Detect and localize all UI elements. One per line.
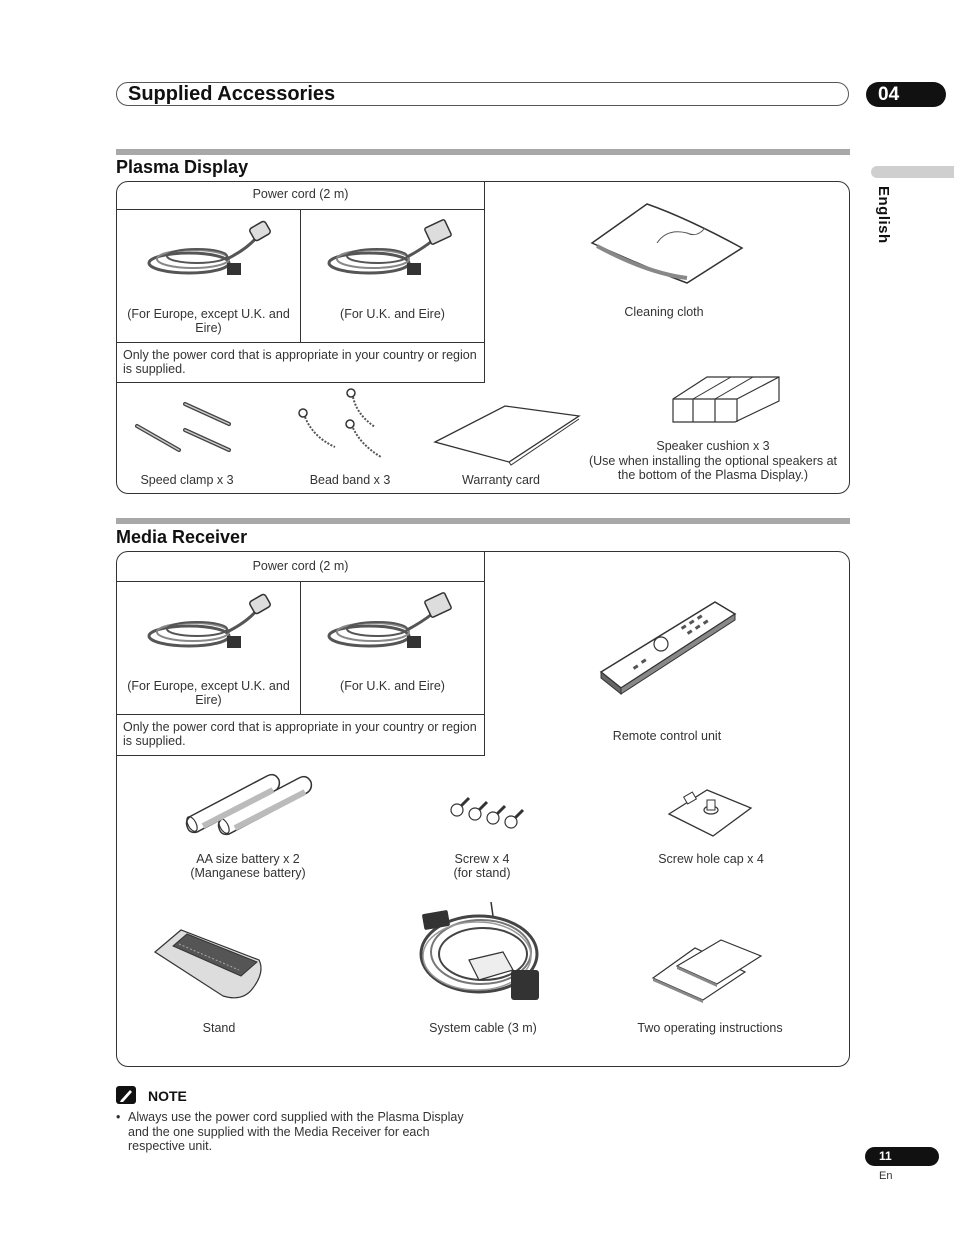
note-title: NOTE: [148, 1088, 187, 1104]
note-bullet: •: [116, 1110, 121, 1124]
section-rule-plasma: [116, 149, 850, 155]
bead-band-caption: Bead band x 3: [309, 473, 391, 487]
speed-clamp-caption: Speed clamp x 3: [140, 473, 234, 487]
remote-control-illustration: [599, 601, 737, 696]
warranty-card-illustration: [433, 405, 581, 466]
speed-clamp-illustration: [135, 402, 231, 452]
cord-uk-caption: (For U.K. and Eire): [340, 679, 445, 693]
power-cord-label: Power cord (2 m): [252, 559, 349, 573]
cord-availability-note: Only the power cord that is appropriate …: [123, 348, 477, 376]
screw-illustration: [450, 796, 525, 829]
cord-availability-note: Only the power cord that is appropriate …: [123, 720, 477, 748]
page-language-code: En: [879, 1170, 893, 1182]
cord-europe-caption: (For Europe, except U.K. and Eire): [127, 679, 290, 707]
language-tab: [871, 166, 954, 178]
system-cable-illustration: [419, 901, 539, 1000]
power-cord-europe-illustration: [147, 593, 271, 648]
speaker-cushion-caption-2: (Use when installing the optional speake…: [588, 454, 838, 468]
screw-caption-1: Screw x 4: [454, 852, 510, 866]
cleaning-cloth-caption: Cleaning cloth: [624, 305, 704, 319]
cord-europe-caption: (For Europe, except U.K. and Eire): [127, 307, 290, 335]
aa-battery-caption-2: (Manganese battery): [190, 866, 306, 880]
note-text: Always use the power cord supplied with …: [128, 1110, 464, 1153]
power-cord-uk-illustration: [327, 592, 452, 648]
operating-instructions-caption: Two operating instructions: [637, 1021, 783, 1035]
speaker-cushion-caption-1: Speaker cushion x 3: [656, 439, 770, 453]
speaker-cushion-caption-3: the bottom of the Plasma Display.): [617, 468, 809, 482]
section-rule-media: [116, 518, 850, 524]
power-cord-label: Power cord (2 m): [252, 187, 349, 201]
power-cord-europe-illustration: [147, 220, 271, 275]
remote-control-caption: Remote control unit: [612, 729, 722, 743]
stand-illustration: [153, 929, 262, 999]
bead-band-illustration: [298, 388, 382, 458]
section-title-media: Media Receiver: [116, 527, 248, 547]
aa-battery-illustration: [185, 773, 313, 836]
media-receiver-accessories-panel: Power cord (2 m) (For Europe, except U.K…: [116, 551, 850, 1067]
aa-battery-caption-1: AA size battery x 2: [196, 852, 300, 866]
operating-instructions-illustration: [651, 939, 763, 1003]
section-title-plasma: Plasma Display: [116, 157, 249, 177]
page-number: 11: [865, 1147, 939, 1166]
note-pencil-icon: [116, 1086, 136, 1104]
screw-caption-2: (for stand): [453, 866, 511, 880]
system-cable-caption: System cable (3 m): [429, 1021, 537, 1035]
power-cord-uk-illustration: [327, 219, 452, 275]
chapter-number: 04: [866, 82, 946, 107]
stand-caption: Stand: [202, 1021, 236, 1035]
language-label: English: [875, 186, 892, 244]
warranty-card-caption: Warranty card: [461, 473, 541, 487]
cord-uk-caption: (For U.K. and Eire): [340, 307, 445, 321]
speaker-cushion-illustration: [672, 376, 780, 423]
plasma-accessories-panel: Power cord (2 m) (For Europe, except U.K…: [116, 181, 850, 494]
cleaning-cloth-illustration: [590, 203, 744, 284]
header-bar: [116, 82, 849, 106]
page-title: Supplied Accessories: [128, 83, 336, 105]
screw-hole-cap-illustration: [667, 789, 753, 837]
screw-hole-cap-caption: Screw hole cap x 4: [658, 852, 764, 866]
